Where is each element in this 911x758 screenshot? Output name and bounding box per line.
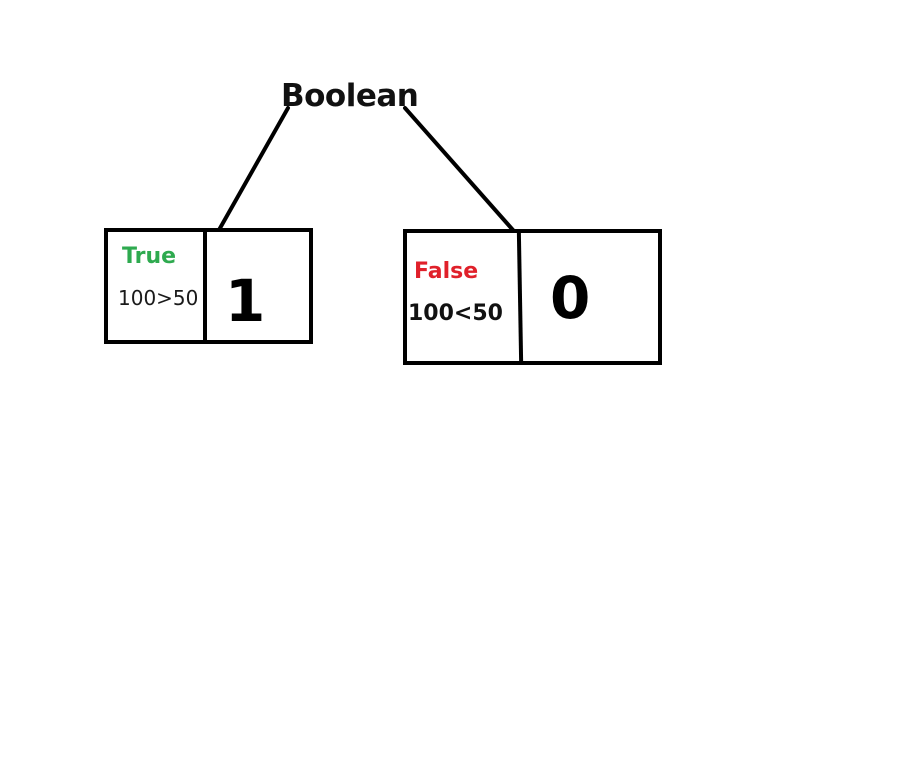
false-label: False: [414, 259, 479, 284]
true-expression: 100>50: [118, 286, 199, 310]
false-expression: 100<50: [408, 301, 503, 326]
true-node: True 100>50 1: [104, 228, 313, 344]
false-value: 0: [550, 264, 591, 332]
diagram-title: Boolean: [281, 78, 419, 114]
connector-line-false: [403, 106, 522, 240]
false-node-divider: [516, 233, 524, 361]
connector-line-true: [213, 106, 290, 239]
false-node: False 100<50 0: [403, 229, 662, 365]
true-node-divider: [203, 232, 207, 340]
true-label: True: [122, 244, 177, 269]
true-value: 1: [225, 267, 266, 335]
